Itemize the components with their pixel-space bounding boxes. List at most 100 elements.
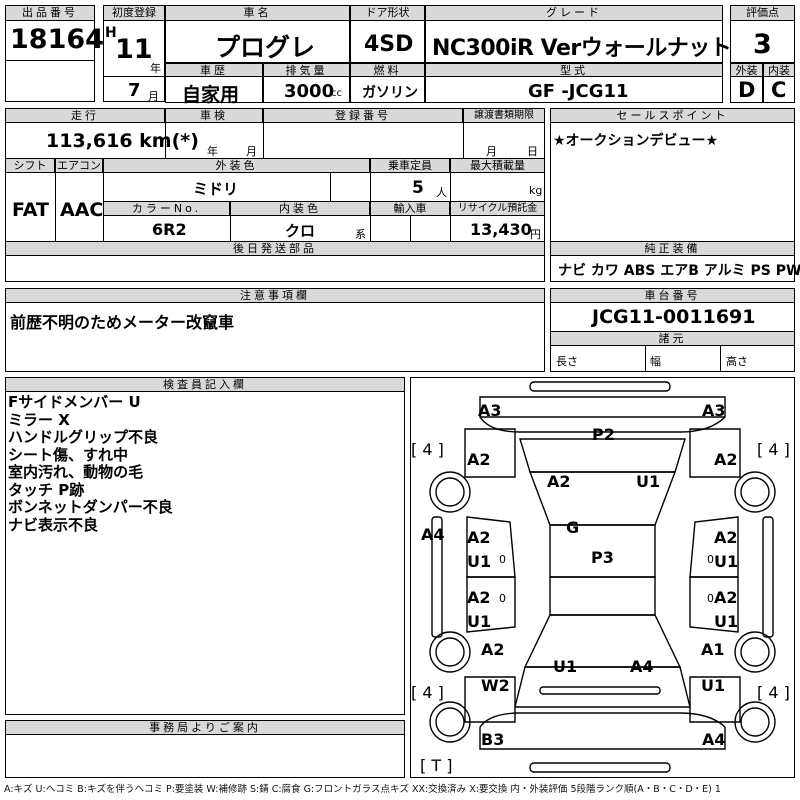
inspector-line: ミラー X <box>8 410 70 429</box>
damage-mark: A2 <box>481 640 505 659</box>
damage-mark: [ 4 ] <box>411 683 444 702</box>
damage-mark: [ 4 ] <box>757 440 790 459</box>
damage-mark: U1 <box>701 676 726 695</box>
ac-label: エアコン <box>55 158 103 173</box>
inspector-label: 検査員記入欄 <box>5 377 405 392</box>
damage-mark: U1 <box>467 552 492 571</box>
displacement: 3000 <box>284 81 335 102</box>
registration-box <box>103 5 165 102</box>
inspector-box <box>5 377 405 715</box>
damage-mark: A1 <box>701 640 725 659</box>
load-unit: kg <box>529 184 543 197</box>
color-label: 外装色 <box>103 158 370 173</box>
int-label: 内装 <box>763 63 795 77</box>
fuel-label: 燃料 <box>350 63 425 77</box>
damage-mark: 0 <box>499 553 506 566</box>
sales-point-box <box>550 108 795 243</box>
exterior-color: ミドリ <box>193 180 239 198</box>
sales-text: ★オークションデビュー★ <box>553 133 719 149</box>
damage-mark: P3 <box>591 548 614 567</box>
door-label: ドア形状 <box>350 5 425 21</box>
model: GF -JCG11 <box>528 81 629 102</box>
damage-mark: A3 <box>478 401 502 420</box>
disp-label: 排気量 <box>263 63 350 77</box>
insp-month-unit: 月 <box>246 145 257 158</box>
damage-mark: A2 <box>714 588 738 607</box>
history: 自家用 <box>182 84 240 106</box>
damage-mark: A4 <box>702 730 726 749</box>
score: 3 <box>753 29 772 60</box>
legend: A:キズ U:ヘコミ B:キズを伴うヘコミ P:要塗装 W:補修跡 S:錆 C:… <box>4 784 721 795</box>
sales-label: セールスポイント <box>550 108 795 123</box>
equipment-list: ナビ カワ ABS エアB アルミ PS PW <box>558 263 800 279</box>
damage-mark: A3 <box>702 401 726 420</box>
insp-year-unit: 年 <box>207 145 218 158</box>
mileage: 113,616 km(*) <box>46 130 199 152</box>
damage-mark: A2 <box>467 588 491 607</box>
model-label: 型式 <box>425 63 723 77</box>
chassis-number: JCG11-0011691 <box>592 306 756 328</box>
damage-mark: [ 4 ] <box>411 440 444 459</box>
damage-mark: U1 <box>636 472 661 491</box>
equipment-label: 純正装備 <box>550 241 795 256</box>
shift: FAT <box>12 199 49 221</box>
capacity-unit: 人 <box>436 186 447 199</box>
damage-mark: A4 <box>421 525 445 544</box>
damage-mark: 0 <box>499 592 506 605</box>
inspector-line: シート傷、すれ中 <box>8 445 129 464</box>
chassis-label: 車台番号 <box>550 288 795 303</box>
reg-year: 11 <box>115 34 153 65</box>
inspector-line: ハンドルグリップ不良 <box>8 428 159 446</box>
notes-text: 前歴不明のためメーター改竄車 <box>10 313 235 332</box>
reg-label: 初度登録 <box>103 5 165 21</box>
color-number: 6R2 <box>152 220 187 239</box>
shift-label: シフト <box>5 158 55 173</box>
fuel: ガソリン <box>362 85 418 101</box>
recycle-unit: 円 <box>530 228 541 241</box>
damage-mark: A2 <box>714 528 738 547</box>
interior-unit: 系 <box>355 228 366 241</box>
damage-mark: P2 <box>592 425 615 444</box>
inspector-line: 室内汚れ、動物の毛 <box>8 463 144 481</box>
history-label: 車歴 <box>165 63 263 77</box>
lot-number: 18164 <box>10 24 104 55</box>
later-parts-label: 後日発送部品 <box>5 241 545 256</box>
color-no-label: カラーNo. <box>103 201 230 216</box>
plate-label: 登録番号 <box>263 108 463 123</box>
damage-mark: 0 <box>707 553 714 566</box>
year-unit: 年 <box>150 62 161 75</box>
damage-mark: [ 4 ] <box>757 683 790 702</box>
length-label: 長さ <box>556 355 578 368</box>
capacity-label: 乗車定員 <box>370 158 450 173</box>
grade-label: グレード <box>425 5 723 21</box>
transfer-label: 譲渡書類期限 <box>463 108 545 123</box>
damage-mark: W2 <box>481 676 510 695</box>
damage-mark: A2 <box>547 472 571 491</box>
lot-box <box>5 5 95 102</box>
interior-label: 内装色 <box>230 201 370 216</box>
damage-mark: A2 <box>467 450 491 469</box>
mileage-label: 走行 <box>5 108 165 123</box>
import-label: 輸入車 <box>370 201 450 216</box>
reg-month: 7 <box>128 80 141 101</box>
damage-mark: 0 <box>707 592 714 605</box>
load-label: 最大積載量 <box>450 158 545 173</box>
damage-mark: [ T ] <box>420 756 453 775</box>
damage-mark: U1 <box>714 552 739 571</box>
transfer-month: 月 <box>486 145 497 158</box>
air-conditioner: AAC <box>60 199 104 221</box>
era: H <box>105 25 117 41</box>
ext-grade: D <box>738 78 756 102</box>
damage-mark: G <box>566 518 580 537</box>
inspection-label: 車検 <box>165 108 263 123</box>
car-diagram <box>429 381 776 773</box>
capacity: 5 <box>412 178 424 198</box>
notes-label: 注意事項欄 <box>5 288 545 303</box>
ext-label: 外装 <box>730 63 763 77</box>
lot-label: 出品番号 <box>5 5 95 21</box>
damage-mark: U1 <box>553 657 578 676</box>
recycle-fee: 13,430 <box>470 220 532 239</box>
inspector-line: ボンネットダンパー不良 <box>8 498 173 516</box>
interior-color: クロ <box>285 222 316 240</box>
disp-unit: cc <box>331 88 342 99</box>
